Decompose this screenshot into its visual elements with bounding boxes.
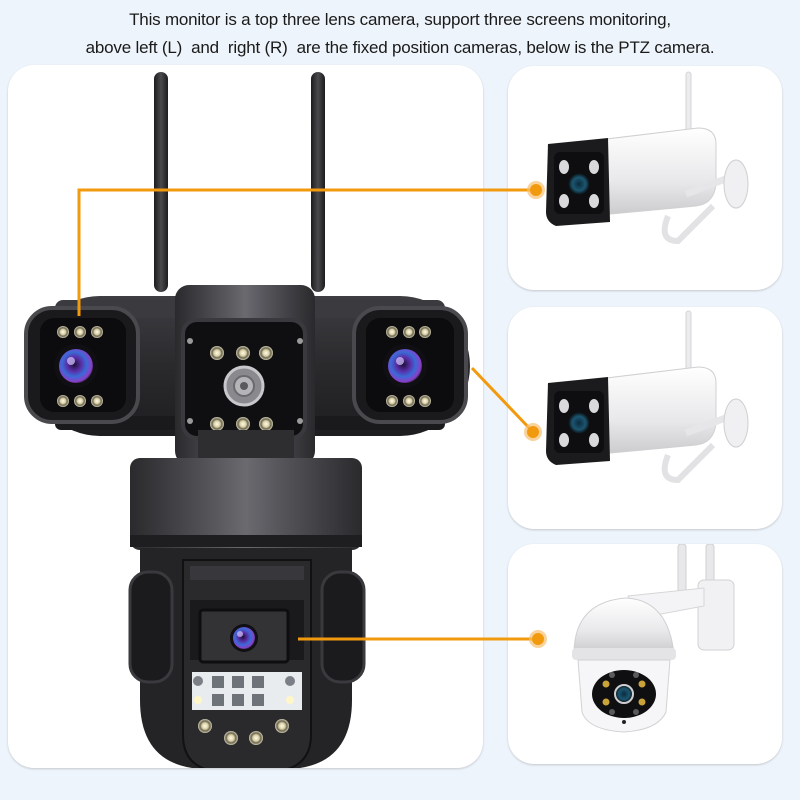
antenna-right	[311, 72, 325, 292]
ptz-bottom-leds	[198, 719, 289, 745]
antenna-left	[154, 72, 168, 292]
caption: This monitor is a top three lens camera,…	[0, 6, 800, 62]
center-leds	[210, 346, 273, 431]
main-camera-card	[8, 65, 483, 768]
ptz-dome-camera-card	[508, 544, 782, 764]
caption-line-1: This monitor is a top three lens camera,…	[129, 10, 671, 29]
bullet-camera-illustration	[546, 310, 749, 484]
bullet-camera-illustration	[546, 71, 749, 245]
ptz-led-matrix	[192, 672, 302, 710]
triple-lens-camera-illustration	[24, 72, 470, 768]
caption-line-2: above left (L) and right (R) are the fix…	[85, 38, 715, 57]
bullet-camera-card-right	[508, 307, 782, 529]
bullet-camera-card-left	[508, 66, 782, 290]
ptz-dome-camera-illustration	[572, 544, 735, 733]
right-lens-leds	[386, 326, 431, 407]
left-lens-leds	[57, 326, 103, 407]
